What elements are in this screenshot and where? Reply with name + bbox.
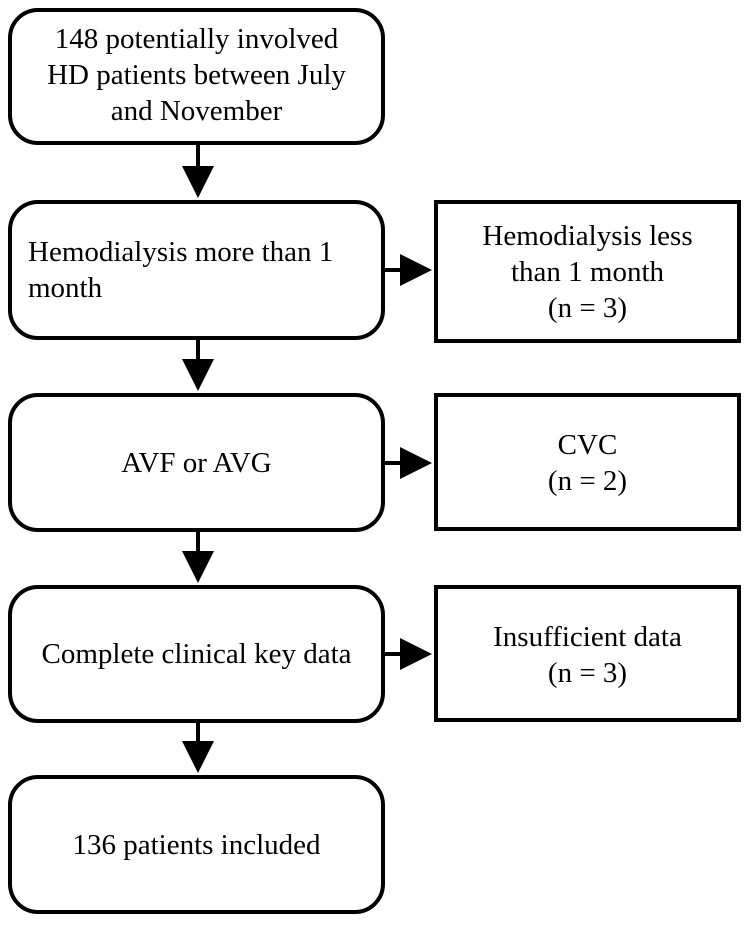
node-text-line: AVF or AVG <box>121 446 272 479</box>
node-potentially-involved-patients: 148 potentially involved HD patients bet… <box>8 8 385 145</box>
node-text-line: CVC <box>557 429 618 461</box>
exclusion-insufficient-data: Insufficient data (n = 3) <box>434 585 741 722</box>
node-text-line: 148 potentially involved <box>54 22 339 55</box>
exclusion-count: (n = 3) <box>547 657 628 689</box>
node-text-line: Complete clinical key data <box>41 638 352 670</box>
node-avf-or-avg: AVF or AVG <box>8 393 385 532</box>
node-text-line: and November <box>110 94 283 127</box>
node-hemodialysis-more-than-1-month: Hemodialysis more than 1 month <box>8 200 385 340</box>
node-patients-included: 136 patients included <box>8 775 385 914</box>
exclusion-count: (n = 2) <box>547 465 628 497</box>
node-text-line: than 1 month <box>510 255 665 288</box>
exclusion-count: (n = 3) <box>547 291 628 324</box>
node-complete-clinical-data: Complete clinical key data <box>8 585 385 723</box>
node-text-line: month <box>28 272 103 304</box>
node-text-line: Hemodialysis more than 1 <box>28 236 334 268</box>
node-text-line: Hemodialysis less <box>482 219 693 252</box>
exclusion-cvc: CVC (n = 2) <box>434 393 741 531</box>
node-text-line: Insufficient data <box>493 621 682 653</box>
node-text-line: HD patients between July <box>47 58 346 91</box>
exclusion-hemodialysis-less-than-1-month: Hemodialysis less than 1 month (n = 3) <box>434 200 741 343</box>
node-text-line: 136 patients included <box>72 828 321 861</box>
